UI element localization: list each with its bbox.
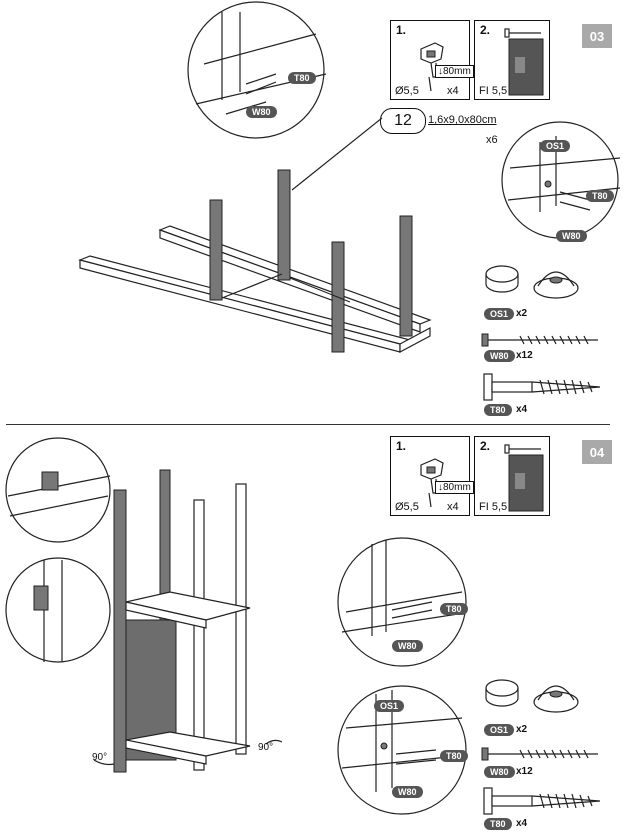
drill-depth-label: ↓80mm	[435, 65, 474, 78]
screw-size: FI 5,5	[479, 501, 508, 513]
w80-tag: W80	[392, 640, 423, 652]
part-dimensions: 1,6x9,0x80cm	[428, 114, 497, 126]
bolt-icon	[483, 373, 601, 401]
cap-icon	[485, 265, 579, 299]
part-qty: x2	[516, 724, 528, 735]
screw-tool-box: 2. FI 5,5	[474, 436, 550, 516]
part-qty: x4	[516, 404, 528, 415]
drill-icon	[420, 458, 444, 508]
drill-count: x4	[447, 85, 459, 97]
tool-step-number: 1.	[396, 439, 407, 453]
hinge-detail-circle-bottom	[5, 557, 111, 663]
t80-tag: T80	[288, 72, 316, 84]
detail-circle-bottom	[337, 685, 467, 815]
cap-icon	[485, 679, 579, 713]
os1-tag: OS1	[540, 140, 571, 152]
hinge-detail-circle-top	[5, 437, 111, 543]
drill-tool-box: 1. ↓80mm Ø5,5 x4	[390, 436, 474, 516]
part-code: OS1	[484, 724, 515, 736]
wood-screw-icon	[481, 747, 598, 761]
screw-tool-box: 2. FI 5,5	[474, 20, 550, 100]
part-qty: x12	[516, 350, 533, 361]
wood-screw-icon	[481, 333, 598, 347]
bolt-icon	[483, 787, 601, 815]
drill-diameter: Ø5,5	[395, 501, 419, 513]
drill-tool-box: 1. ↓80mm Ø5,5 x4	[390, 20, 474, 100]
part-code: T80	[484, 404, 512, 416]
w80-tag: W80	[246, 106, 277, 118]
os1-tag: OS1	[374, 700, 405, 712]
screwdriver-icon	[504, 28, 544, 96]
part-code: T80	[484, 818, 512, 830]
section-divider	[6, 424, 610, 425]
angle-label-right: 90°	[258, 742, 274, 753]
part-code: W80	[484, 766, 515, 778]
angle-label-left: 90°	[92, 752, 108, 763]
screwdriver-icon	[504, 444, 544, 512]
detail-circle-middle	[337, 537, 467, 667]
part-qty: x4	[516, 818, 528, 829]
drill-depth-label: ↓80mm	[435, 481, 474, 494]
drill-count: x4	[447, 501, 459, 513]
frame-assembly-drawing	[78, 117, 432, 353]
part-qty: x2	[516, 308, 528, 319]
t80-tag: T80	[440, 603, 468, 615]
step-number-badge: 04	[582, 440, 612, 464]
part-quantity: x6	[486, 134, 498, 146]
part-qty: x12	[516, 766, 533, 777]
tool-step-number: 2.	[480, 439, 491, 453]
t80-tag: T80	[586, 190, 614, 202]
w80-tag: W80	[556, 230, 587, 242]
part-code: W80	[484, 350, 515, 362]
detail-circle-top	[187, 1, 327, 139]
drill-diameter: Ø5,5	[395, 85, 419, 97]
drill-icon	[420, 42, 444, 92]
w80-tag: W80	[392, 786, 423, 798]
t80-tag: T80	[440, 750, 468, 762]
tool-step-number: 1.	[396, 23, 407, 37]
screw-size: FI 5,5	[479, 85, 508, 97]
tool-step-number: 2.	[480, 23, 491, 37]
tower-assembly-drawing	[93, 469, 283, 773]
step-number-badge: 03	[582, 24, 612, 48]
part-code: OS1	[484, 308, 515, 320]
part-number-callout: 12	[380, 108, 426, 134]
